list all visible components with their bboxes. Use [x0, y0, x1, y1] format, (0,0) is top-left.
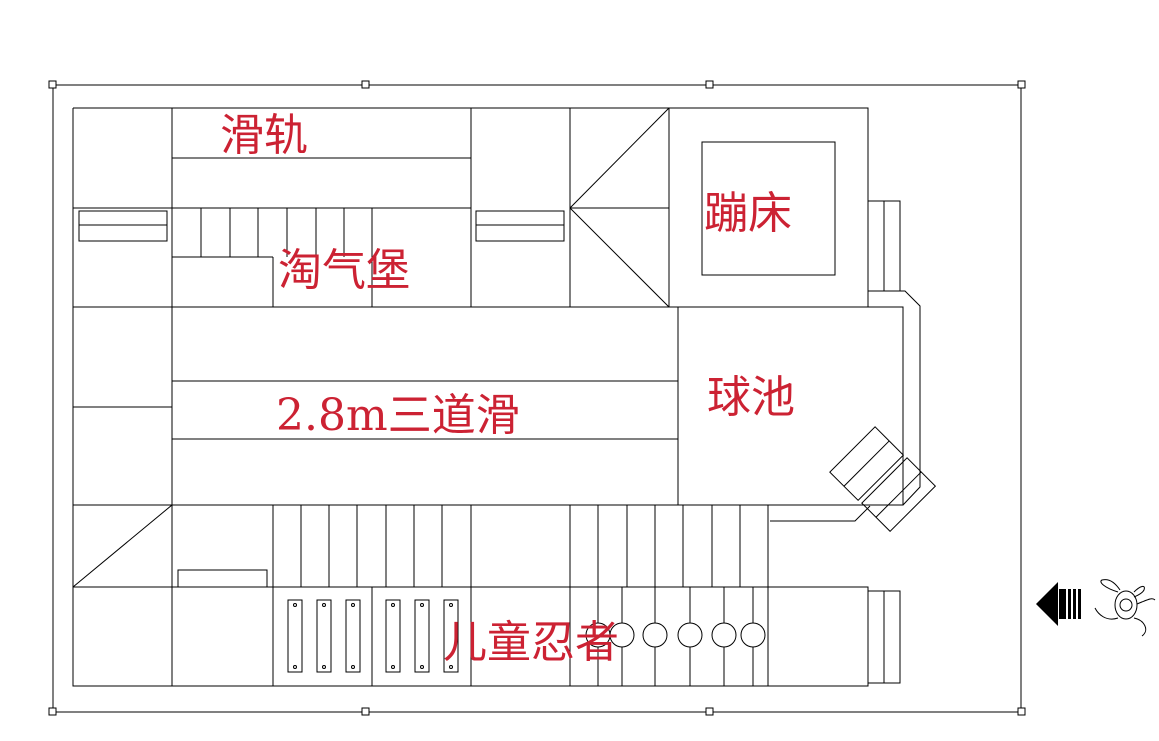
triple-slide-label: 2.8m三道滑 [276, 390, 520, 441]
kids-ninja-label: 儿童忍者 [443, 617, 619, 668]
trampoline-zone [701, 141, 836, 276]
ninja-rings [585, 587, 766, 686]
left-column [72, 108, 768, 686]
side-ramp [770, 200, 937, 684]
lower-zone [177, 505, 769, 686]
triple-slide-zone [172, 307, 679, 505]
ninja-pads [287, 599, 459, 673]
slide-rail-zone [172, 108, 565, 307]
person-icon [1094, 579, 1156, 637]
outer-boundary [48, 80, 1026, 716]
naughty-castle-label: 淘气堡 [278, 245, 410, 296]
slide-rail-label: 滑轨 [220, 110, 308, 161]
play-structure [72, 107, 904, 687]
ball-pool-label: 球池 [707, 372, 795, 423]
trampoline-label: 蹦床 [704, 188, 792, 239]
diagonal-zone [569, 107, 868, 308]
entrance-arrow-icon [1036, 582, 1081, 626]
